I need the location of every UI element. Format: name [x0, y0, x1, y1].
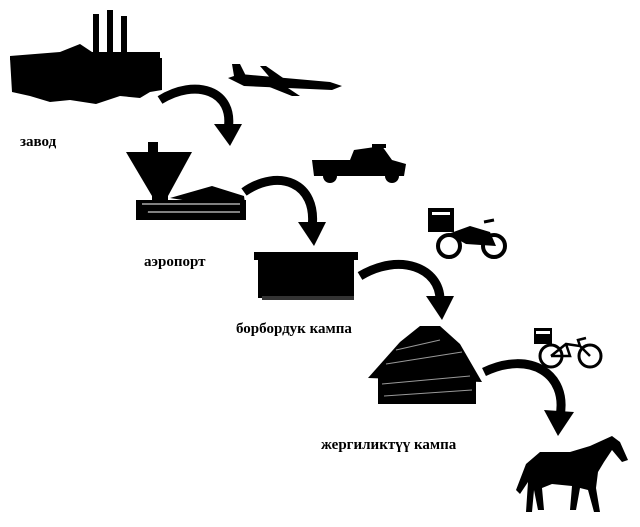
- arrow-1: [157, 84, 242, 146]
- stage-label-local-warehouse: жергиликтүү кампа: [321, 437, 457, 453]
- factory-icon: [10, 10, 162, 104]
- arrow-3: [357, 259, 454, 320]
- pickup-truck-icon: [312, 144, 406, 183]
- airplane-icon: [228, 64, 342, 96]
- bicycle-cargo-icon: [534, 328, 603, 369]
- stage-label-factory: завод: [20, 134, 57, 150]
- haystack-shed-icon: [368, 326, 482, 404]
- grain-elevator-icon: [126, 142, 246, 220]
- warehouse-icon: [254, 252, 358, 300]
- motorcycle-cargo-icon: [428, 208, 507, 259]
- horse-icon: [516, 436, 628, 512]
- stage-label-airport: аэропорт: [144, 254, 206, 270]
- arrow-2: [241, 175, 326, 246]
- arrow-4: [482, 359, 574, 436]
- stage-label-central-warehouse: борбордук кампа: [236, 321, 352, 337]
